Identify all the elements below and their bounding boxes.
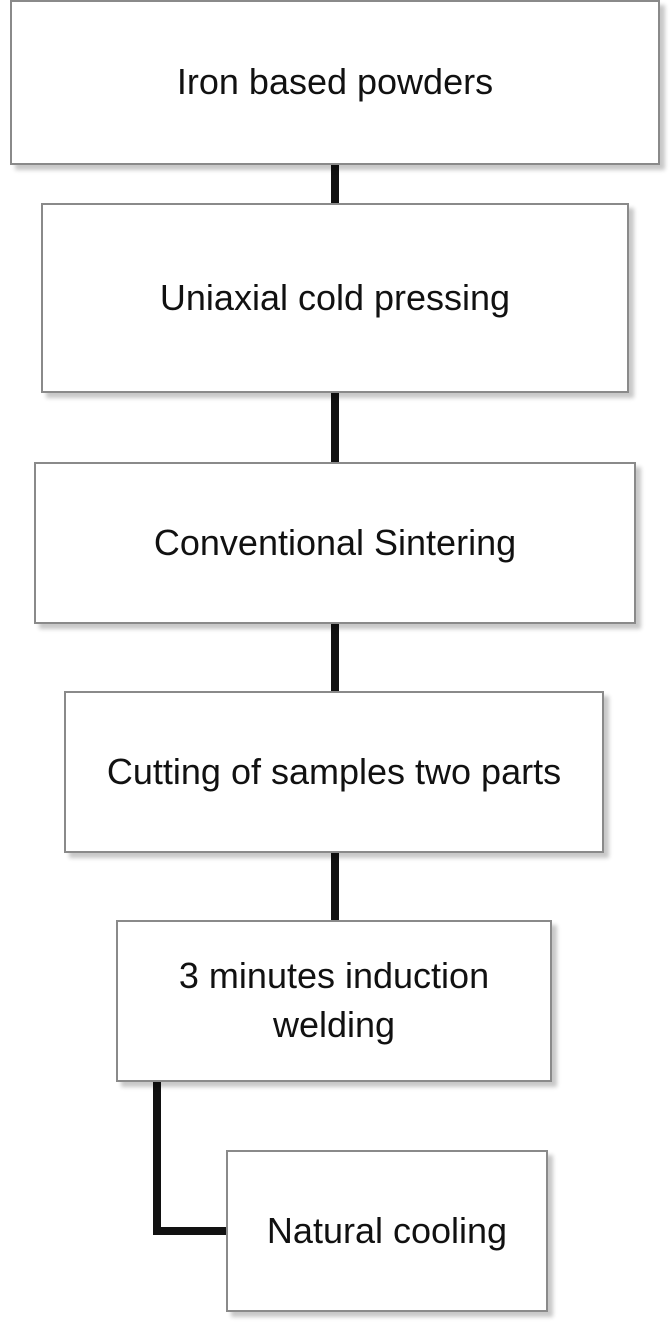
- step-label: Uniaxial cold pressing: [159, 276, 511, 318]
- connector-5-6-horizontal: [153, 1227, 233, 1235]
- step-label: Iron based powders: [176, 61, 494, 103]
- step-box-cutting-of-samples: Cutting of samples two parts: [64, 691, 604, 853]
- step-label: Conventional Sintering: [153, 521, 517, 563]
- step-label: Natural cooling: [266, 1209, 508, 1251]
- step-box-natural-cooling: Natural cooling: [226, 1150, 548, 1312]
- step-label: 3 minutes induction welding: [178, 955, 490, 1045]
- connector-1-2: [331, 163, 339, 205]
- step-box-induction-welding: 3 minutes induction welding: [116, 920, 552, 1082]
- step-box-uniaxial-cold-pressing: Uniaxial cold pressing: [41, 203, 629, 393]
- connector-4-5: [331, 852, 339, 922]
- step-box-conventional-sintering: Conventional Sintering: [34, 462, 636, 624]
- connector-3-4: [331, 623, 339, 693]
- step-label: Cutting of samples two parts: [106, 750, 562, 792]
- step-box-iron-based-powders: Iron based powders: [10, 0, 660, 165]
- connector-2-3: [331, 392, 339, 464]
- connector-5-6-vertical: [153, 1080, 161, 1235]
